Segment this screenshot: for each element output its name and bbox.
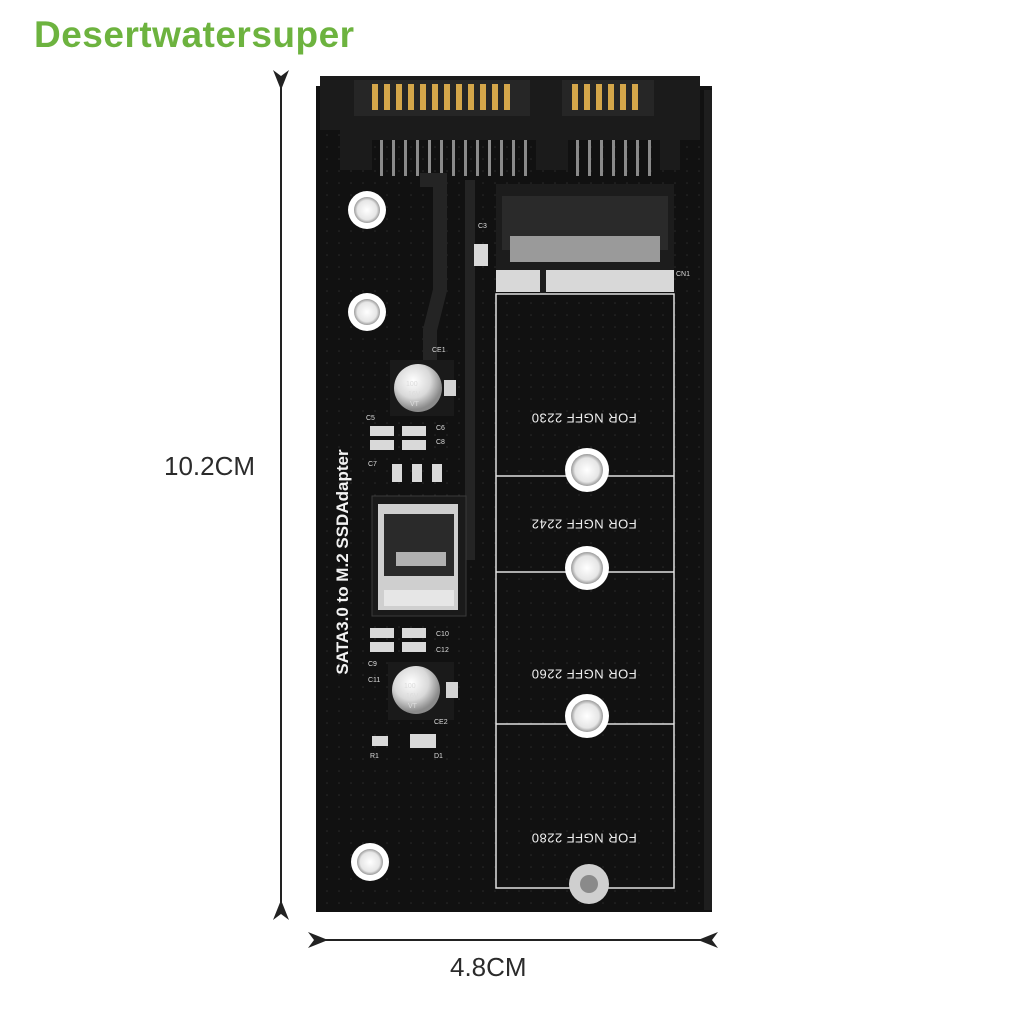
width-label: 4.8CM <box>450 952 527 982</box>
slot-label-2260: FOR NGFF 2260 <box>531 666 637 682</box>
board-title: SATA3.0 to M.2 SSDAdapter <box>333 449 352 675</box>
voltage-regulator <box>371 495 467 617</box>
silk-r1: R1 <box>370 753 379 760</box>
slot-label-2230: FOR NGFF 2230 <box>531 410 637 426</box>
silk-cn1: CN1 <box>676 271 690 278</box>
cap1-value-vt: VT <box>410 401 420 408</box>
cap1-value-100: 100 <box>406 381 418 388</box>
standoff-holes <box>565 448 609 904</box>
cap1-value-16v: 16V <box>408 391 421 398</box>
silk-c11: C11 <box>368 677 380 684</box>
cap2-value-16v: 16V <box>406 693 419 700</box>
silk-c10: C10 <box>436 631 449 638</box>
silk-c9: C9 <box>368 661 377 668</box>
brand-watermark: Desertwatersuper <box>34 14 355 55</box>
silk-c3: C3 <box>478 223 487 230</box>
slot-label-2242: FOR NGFF 2242 <box>531 516 637 532</box>
sata-connector <box>320 76 700 176</box>
silk-ce2: CE2 <box>434 719 448 726</box>
height-label: 10.2CM <box>164 451 256 481</box>
silk-c7: C7 <box>368 461 377 468</box>
silk-ce1: CE1 <box>432 347 446 354</box>
slot-label-2280: FOR NGFF 2280 <box>531 830 637 846</box>
sata-power-pins <box>572 84 638 110</box>
silk-c6: C6 <box>436 425 445 432</box>
electrolytic-capacitor-2 <box>388 662 458 720</box>
silk-c8: C8 <box>436 439 445 446</box>
cap2-value-vt: VT <box>408 703 418 710</box>
silk-d1: D1 <box>434 753 443 760</box>
silk-c5: C5 <box>366 415 375 422</box>
silk-c12: C12 <box>436 647 449 654</box>
smd-components <box>370 244 488 748</box>
m2-socket <box>496 184 674 294</box>
cap2-value-100: 100 <box>404 683 416 690</box>
electrolytic-capacitor-1 <box>390 360 456 416</box>
mounting-holes <box>348 191 389 881</box>
sata-data-pins <box>372 84 510 110</box>
